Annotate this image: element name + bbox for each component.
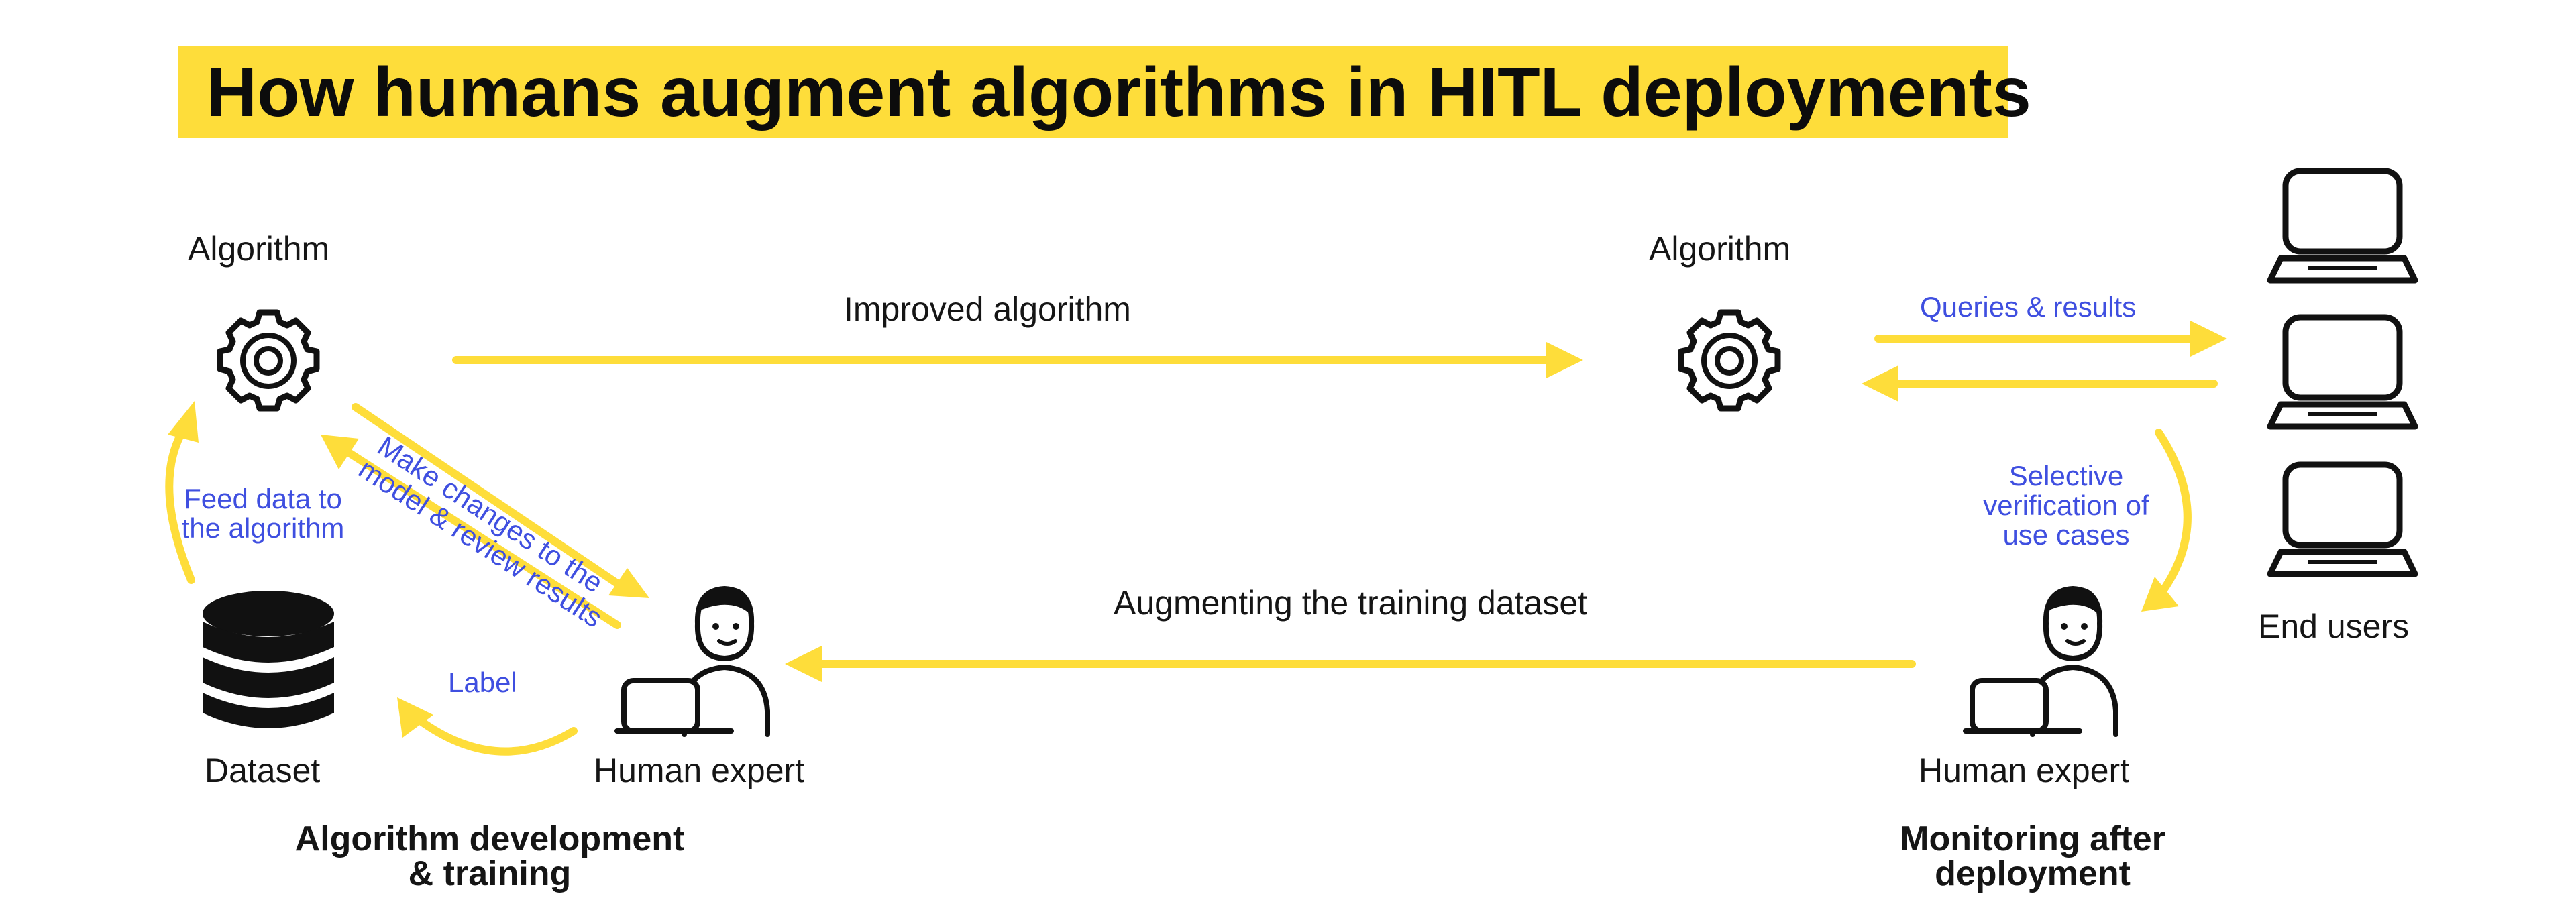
queries-label: Queries & results — [1920, 291, 2137, 323]
arrow-make-changes-down — [352, 403, 621, 587]
laptop-icon-1 — [2270, 171, 2415, 280]
arrow-selective — [2155, 429, 2192, 594]
laptop-icon-2 — [2270, 317, 2415, 426]
section-algorithm-development: Algorithm development & training — [294, 819, 685, 893]
end-users-label: End users — [2258, 608, 2410, 645]
title-banner — [178, 46, 2008, 138]
page-title: How humans augment algorithms in HITL de… — [207, 54, 2031, 131]
laptop-icon-3 — [2270, 465, 2415, 574]
arrow-review-up — [345, 449, 621, 629]
arrow-label — [412, 713, 578, 756]
algorithm-label-right: Algorithm — [1649, 230, 1791, 268]
human-expert-icon-left — [617, 587, 767, 734]
augmenting-label: Augmenting the training dataset — [1114, 584, 1588, 622]
human-expert-icon-right — [1966, 587, 2116, 734]
arrow-feed-data — [165, 424, 195, 584]
feed-data-label: Feed data to the algorithm — [181, 483, 345, 544]
selective-verification-label: Selective verification of use cases — [1983, 460, 2149, 551]
database-icon — [203, 591, 334, 728]
label-annotation: Label — [448, 667, 517, 698]
dataset-label: Dataset — [205, 752, 321, 789]
gear-icon-left — [220, 312, 317, 408]
human-expert-label-right: Human expert — [1919, 752, 2130, 789]
improved-algorithm-label: Improved algorithm — [844, 290, 1131, 328]
algorithm-label-left: Algorithm — [188, 230, 330, 268]
section-monitoring: Monitoring after deployment — [1900, 819, 2165, 893]
gear-icon-right — [1681, 312, 1778, 408]
human-expert-label-left: Human expert — [594, 752, 805, 789]
